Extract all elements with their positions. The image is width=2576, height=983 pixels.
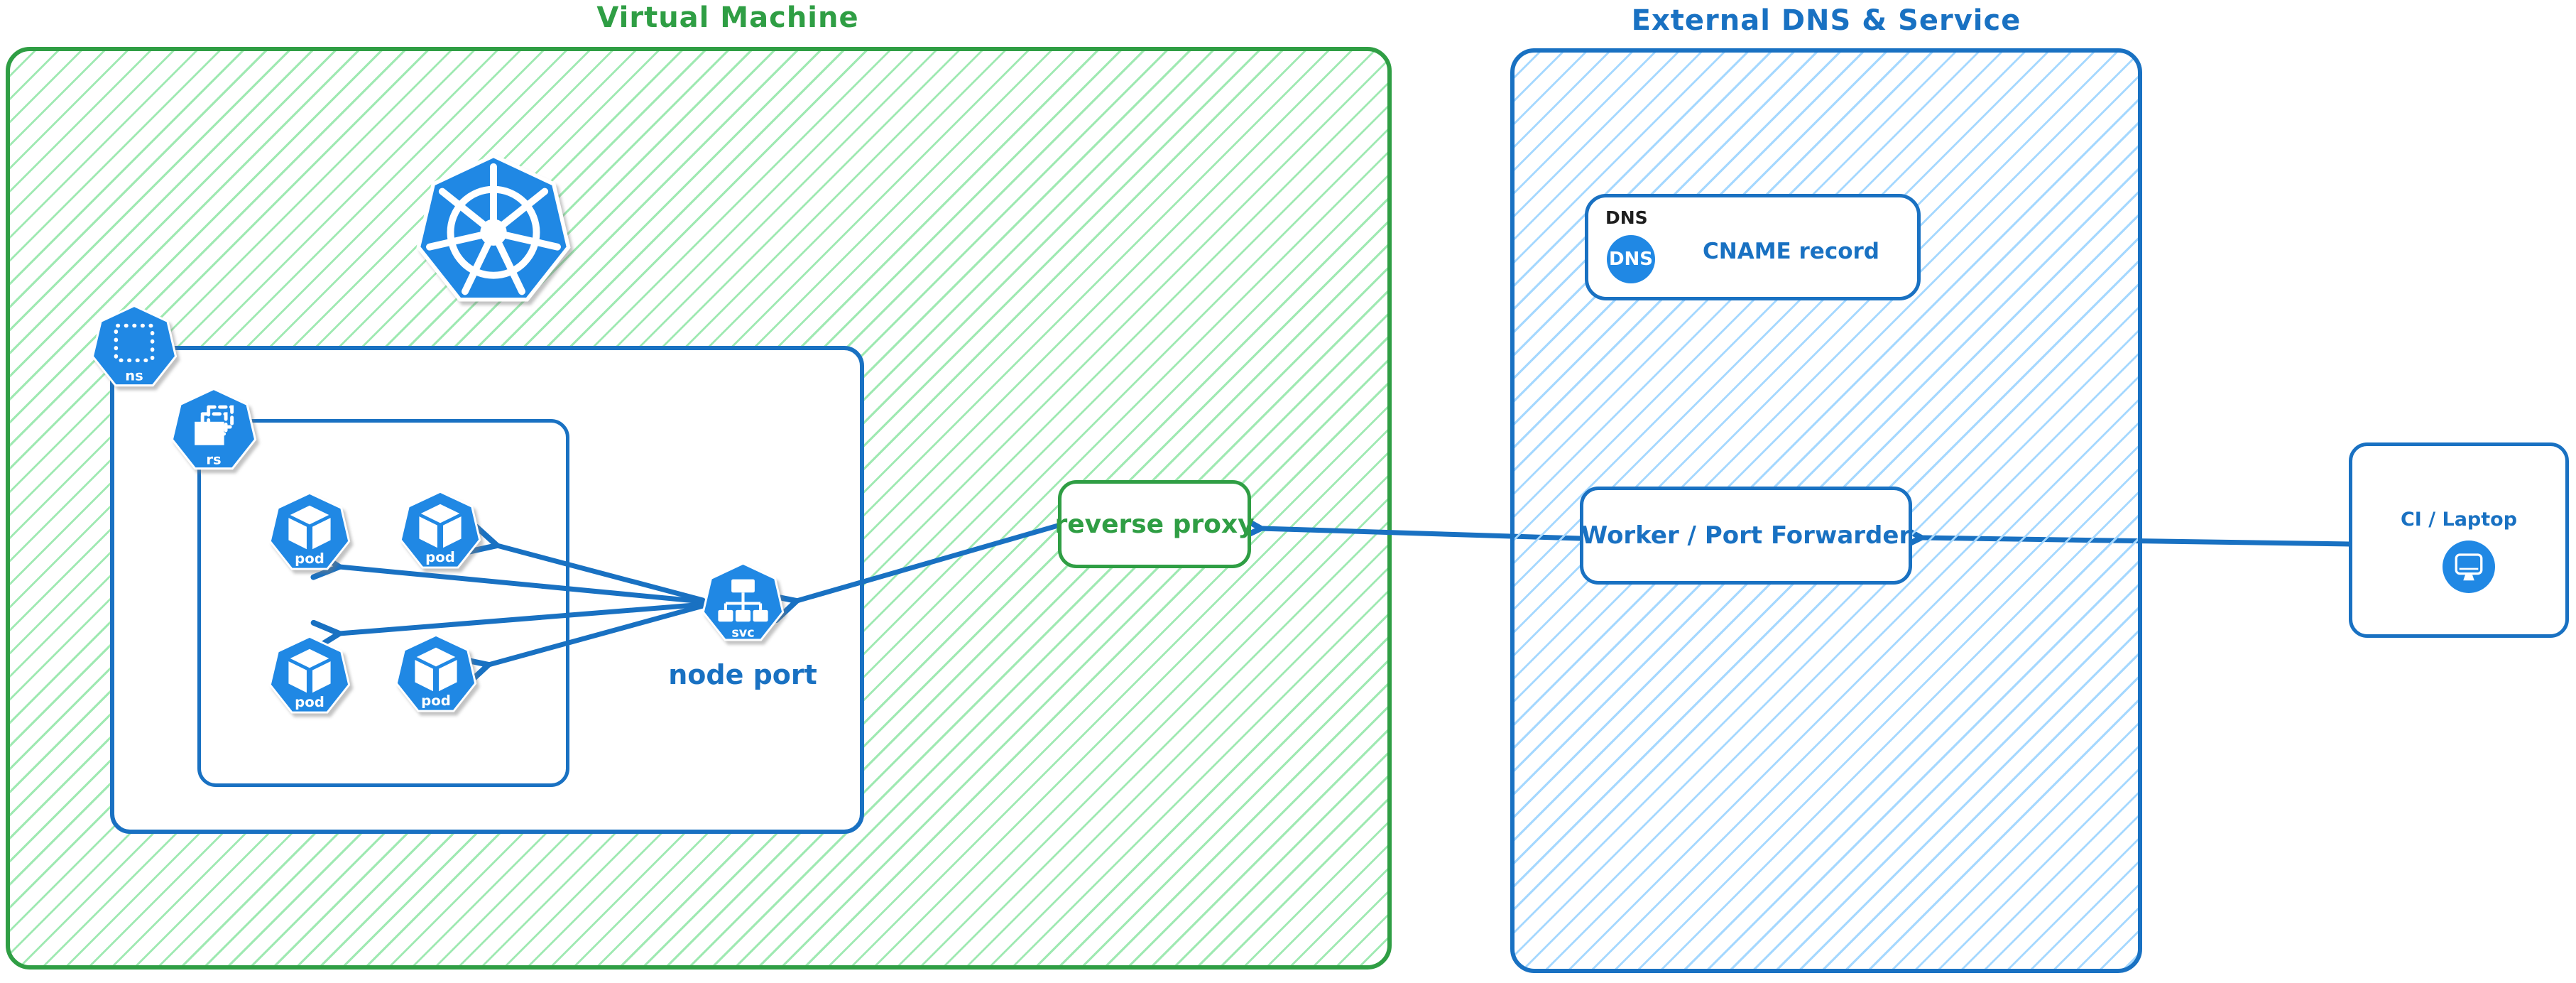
pod-icon: pod <box>395 634 477 712</box>
monitor-icon <box>2443 541 2495 593</box>
cname-record-label: CNAME record <box>1703 239 1879 264</box>
dns-icon: DNS <box>1607 235 1655 283</box>
service-icon: svc <box>702 562 785 641</box>
pod-icon: pod <box>268 492 351 570</box>
dns-icon-text: DNS <box>1608 249 1654 270</box>
pod-icon-label: pod <box>295 694 324 710</box>
worker-port-forwarder-label: Worker / Port Forwarder <box>1581 521 1911 550</box>
service-icon-label: svc <box>731 626 754 640</box>
replicaset-icon: rs <box>170 387 257 470</box>
reverse-proxy-label: reverse proxy <box>1054 509 1255 539</box>
reverse-proxy-box: reverse proxy <box>1054 480 1255 568</box>
dns-tag: DNS <box>1605 207 1648 228</box>
replicaset-icon-label: rs <box>206 452 221 468</box>
pod-icon: pod <box>268 635 351 714</box>
external-dns-service-title: External DNS & Service <box>1631 4 2021 37</box>
namespace-icon: ns <box>91 304 178 387</box>
ci-laptop-box: CI / Laptop <box>2349 442 2569 638</box>
namespace-icon-label: ns <box>125 367 143 384</box>
worker-port-forwarder-box: Worker / Port Forwarder <box>1580 487 1912 585</box>
pod-icon-label: pod <box>421 693 451 709</box>
virtual-machine-title: Virtual Machine <box>596 1 859 34</box>
replicaset-box <box>197 419 569 787</box>
ci-laptop-label: CI / Laptop <box>2400 509 2518 531</box>
monitor-glyph <box>2455 553 2483 582</box>
pod-icon-label: pod <box>425 549 455 565</box>
pod-icon: pod <box>399 490 481 569</box>
kubernetes-logo-icon <box>415 151 572 311</box>
node-port-caption: node port <box>668 659 817 690</box>
cname-record-box: DNS DNS CNAME record <box>1585 194 1921 300</box>
pod-icon-label: pod <box>295 550 324 567</box>
